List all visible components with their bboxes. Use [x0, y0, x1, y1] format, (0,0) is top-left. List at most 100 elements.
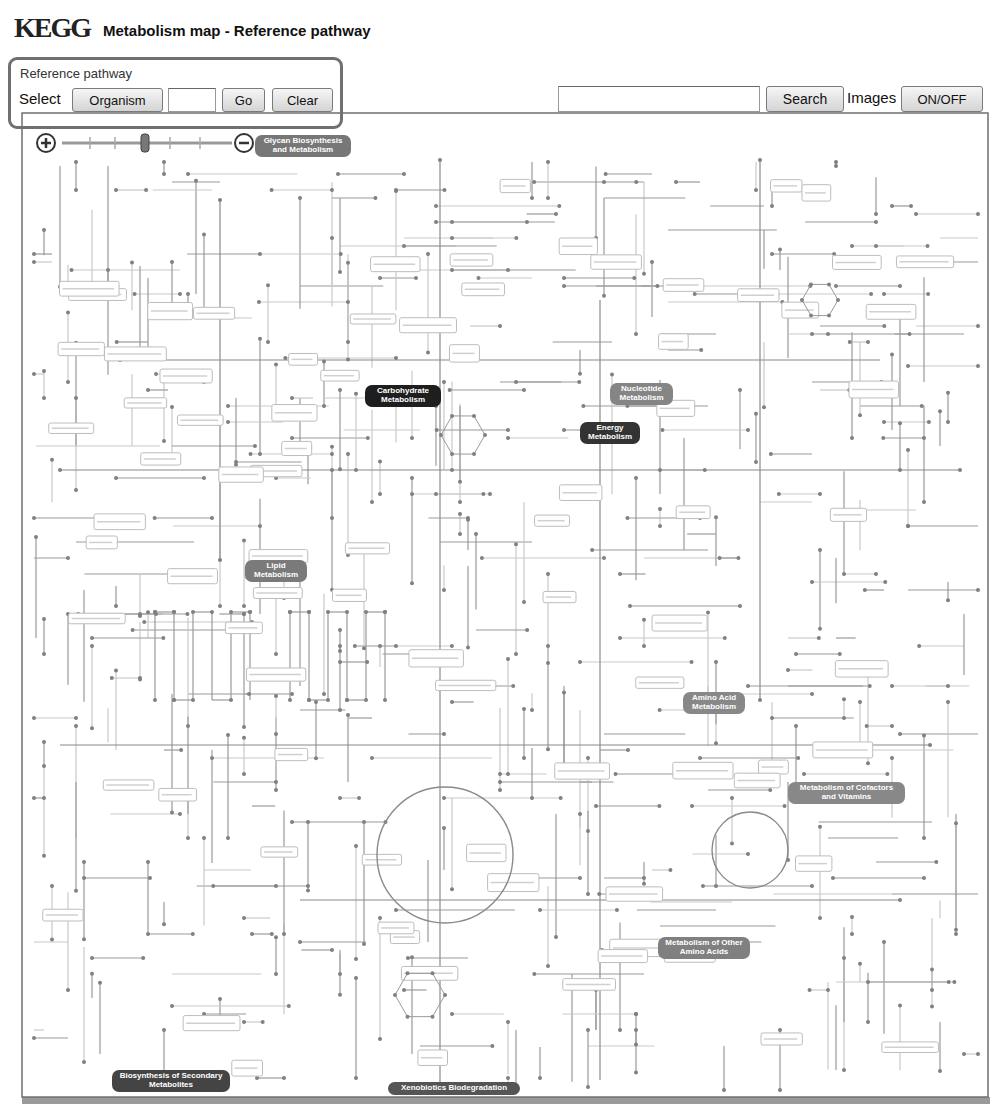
compound-dot: [307, 698, 311, 702]
pathway-line: [204, 869, 251, 870]
compound-dot: [642, 882, 646, 886]
pathway-label-box: [69, 613, 126, 624]
compound-dot: [90, 956, 94, 960]
compound-dot: [866, 761, 870, 765]
pathway-line: [110, 813, 180, 814]
compound-dot: [976, 1052, 980, 1056]
compound-dot: [562, 690, 566, 694]
compound-dot: [898, 284, 902, 288]
compound-dot: [58, 468, 62, 472]
pathway-line: [131, 263, 132, 310]
compound-dot: [794, 724, 798, 728]
pathway-line: [580, 661, 692, 662]
compound-dot: [170, 1004, 174, 1008]
compound-dot: [378, 276, 382, 280]
compound-dot: [255, 1076, 259, 1080]
compound-dot: [746, 428, 750, 432]
compound-dot: [330, 188, 334, 192]
compound-dot: [866, 1020, 870, 1024]
compound-dot: [863, 588, 867, 592]
compound-dot: [842, 572, 846, 576]
pathway-line: [804, 773, 887, 774]
compound-dot: [306, 889, 310, 893]
compound-dot: [946, 684, 950, 688]
pathway-line: [452, 237, 493, 238]
compound-dot: [450, 236, 454, 240]
pathway-line: [443, 382, 444, 469]
compound-dot: [610, 373, 614, 377]
pathway-line: [379, 646, 380, 667]
pathway-line: [408, 733, 444, 734]
pathway-line: [894, 333, 964, 334]
compound-dot: [874, 244, 878, 248]
compound-dot: [586, 829, 590, 833]
pathway-line: [243, 738, 244, 774]
compound-dot: [658, 468, 662, 472]
pathway-label-box: [409, 650, 463, 667]
compound-dot: [242, 736, 246, 740]
compound-dot: [922, 876, 926, 880]
compound-dot: [658, 708, 662, 712]
pathway-label-box: [598, 950, 647, 963]
compound-dot: [234, 463, 238, 467]
compound-dot: [443, 993, 447, 997]
compound-dot: [287, 1004, 291, 1008]
pathway-label-box: [796, 856, 832, 871]
pathway-line: [244, 1021, 263, 1022]
compound-dot: [431, 1015, 435, 1019]
compound-dot: [338, 649, 342, 653]
category-text: Amino Acid Metabolism: [687, 694, 741, 712]
pathway-line: [723, 1046, 724, 1090]
compound-dot: [778, 1088, 782, 1092]
pathway-label-box: [559, 485, 601, 501]
compound-dot: [153, 610, 157, 614]
pathway-line: [245, 693, 292, 694]
pathway-line: [459, 404, 460, 502]
pathway-line: [148, 389, 168, 390]
pathway-line: [275, 937, 276, 974]
pathway-line: [865, 589, 884, 590]
compound-dot: [366, 436, 370, 440]
compound-dot: [322, 692, 326, 696]
pathway-line: [164, 749, 181, 750]
compound-dot: [634, 180, 638, 184]
compound-dot: [442, 188, 446, 192]
compound-dot: [818, 492, 822, 496]
compound-dot: [179, 748, 183, 752]
pathway-label-box: [103, 780, 154, 790]
pathway-line: [443, 565, 444, 590]
compound-dot: [326, 610, 330, 614]
compound-dot: [466, 645, 470, 649]
compound-dot: [32, 252, 36, 256]
compound-dot: [378, 492, 382, 496]
compound-dot: [883, 580, 887, 584]
pathway-line: [836, 981, 954, 982]
compound-dot: [450, 268, 454, 272]
compound-dot: [818, 548, 822, 552]
pathway-label-box: [345, 543, 389, 554]
compound-dot: [346, 713, 350, 717]
compound-dot: [82, 937, 86, 941]
compound-dot: [330, 452, 334, 456]
compound-dot: [32, 516, 36, 520]
category-label: Metabolism of Other Amino Acids: [658, 937, 750, 959]
pathway-line: [395, 191, 396, 310]
pathway-line: [507, 1022, 508, 1074]
compound-dot: [406, 1015, 410, 1019]
pathway-line: [437, 429, 508, 430]
compound-dot: [450, 220, 454, 224]
pathway-line: [595, 167, 596, 238]
compound-dot: [898, 468, 902, 472]
pathway-line: [116, 189, 146, 190]
pathway-line: [172, 973, 261, 974]
compound-dot: [153, 610, 157, 614]
compound-dot: [922, 733, 926, 737]
compound-dot: [338, 270, 342, 274]
compound-dot: [874, 220, 878, 224]
pathway-line: [779, 493, 820, 494]
compound-dot: [153, 516, 157, 520]
pathway-line: [236, 461, 302, 462]
compound-dot: [330, 468, 334, 472]
pathway-line: [603, 198, 604, 296]
pathway-line: [436, 493, 483, 494]
